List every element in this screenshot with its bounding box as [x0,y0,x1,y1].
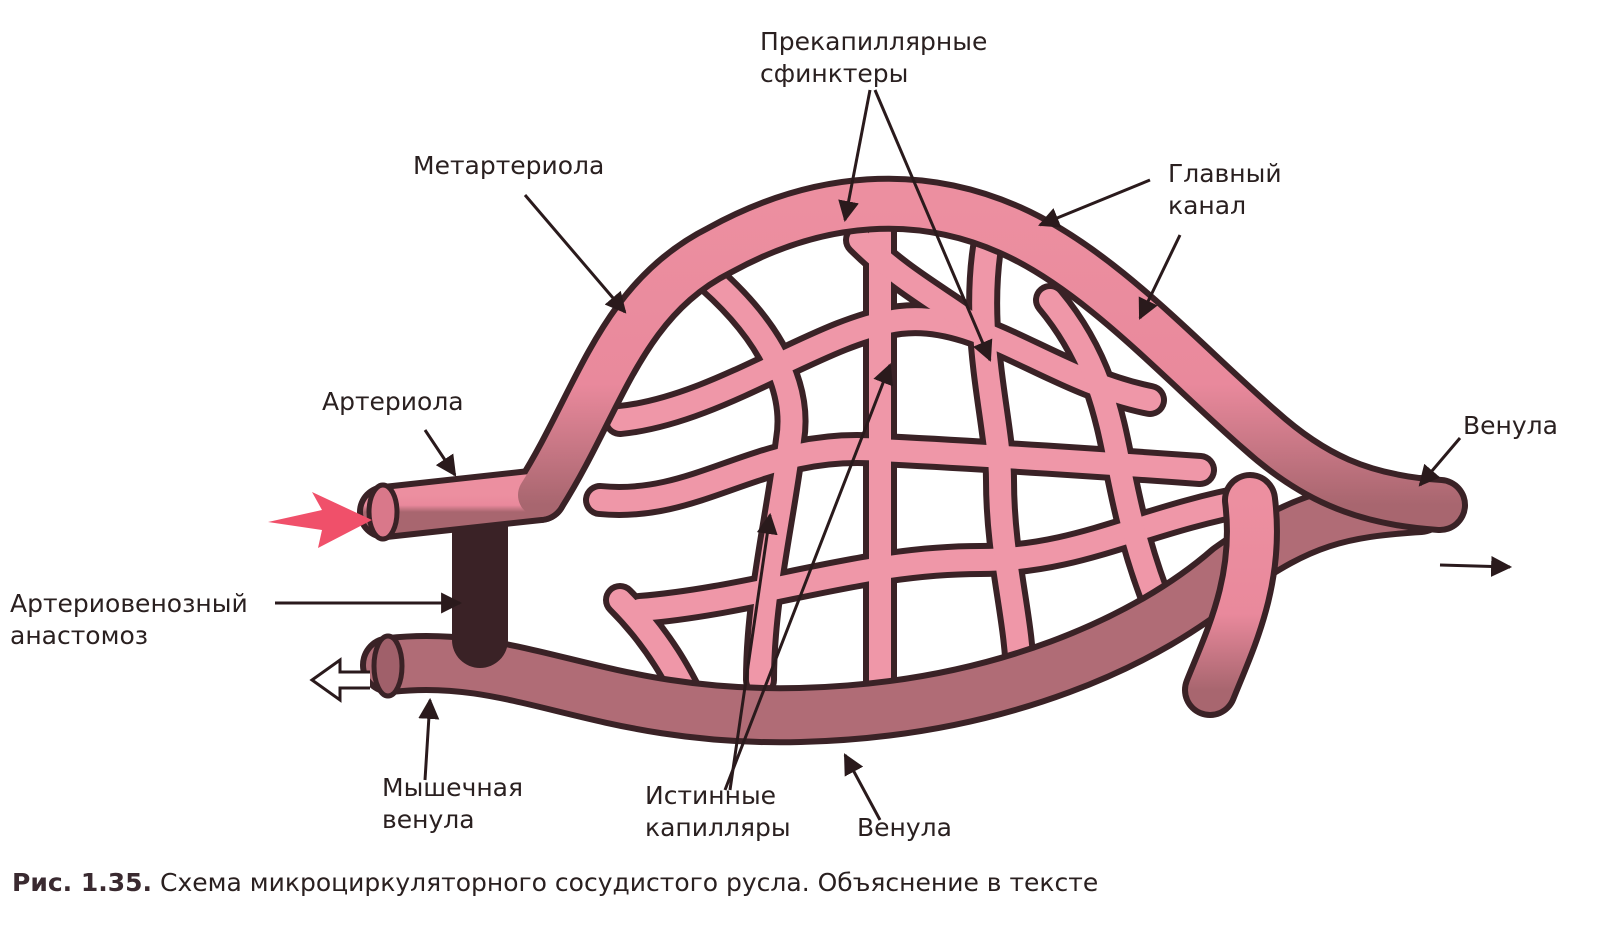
label-line: венула [382,805,475,834]
inflow-arrow-icon [268,492,372,548]
label-line: Мышечная [382,773,524,802]
label-line: сфинктеры [760,59,909,88]
label-true-capillaries: Истинные капилляры [645,780,791,844]
outflow-arrow-icon [309,657,370,703]
label-arteriole: Артериола [322,387,464,416]
true-capillaries [583,193,1267,717]
label-line: капилляры [645,813,791,842]
flow-arrow-right-icon [1439,555,1513,577]
caption-text: Схема микроциркуляторного сосудистого ру… [160,868,1099,897]
arteriole-opening [366,482,400,542]
label-line: канал [1168,191,1247,220]
main-vessels [357,175,1468,746]
label-venule-right: Венула [1463,411,1558,440]
figure-caption: Рис. 1.35. Схема микроциркуляторного сос… [12,868,1098,897]
microcirculation-diagram [268,89,1513,821]
label-main-channel: Главный канал [1168,158,1282,222]
venule-opening [371,633,405,699]
label-line: анастомоз [10,621,149,650]
label-line: Главный [1168,159,1282,188]
caption-number: Рис. 1.35. [12,868,153,897]
label-line: Артериовенозный [10,589,248,618]
label-muscular-venule: Мышечная венула [382,772,523,836]
label-pointers [275,89,1462,821]
label-line: Истинные [645,781,777,810]
label-metarteriole: Метартериола [413,151,605,180]
label-venule-bottom: Венула [857,813,952,842]
label-line: Прекапиллярные [760,27,988,56]
label-av-anastomosis: Артериовенозный анастомоз [10,588,248,652]
label-precapillary-sphincters: Прекапиллярные сфинктеры [760,26,987,90]
